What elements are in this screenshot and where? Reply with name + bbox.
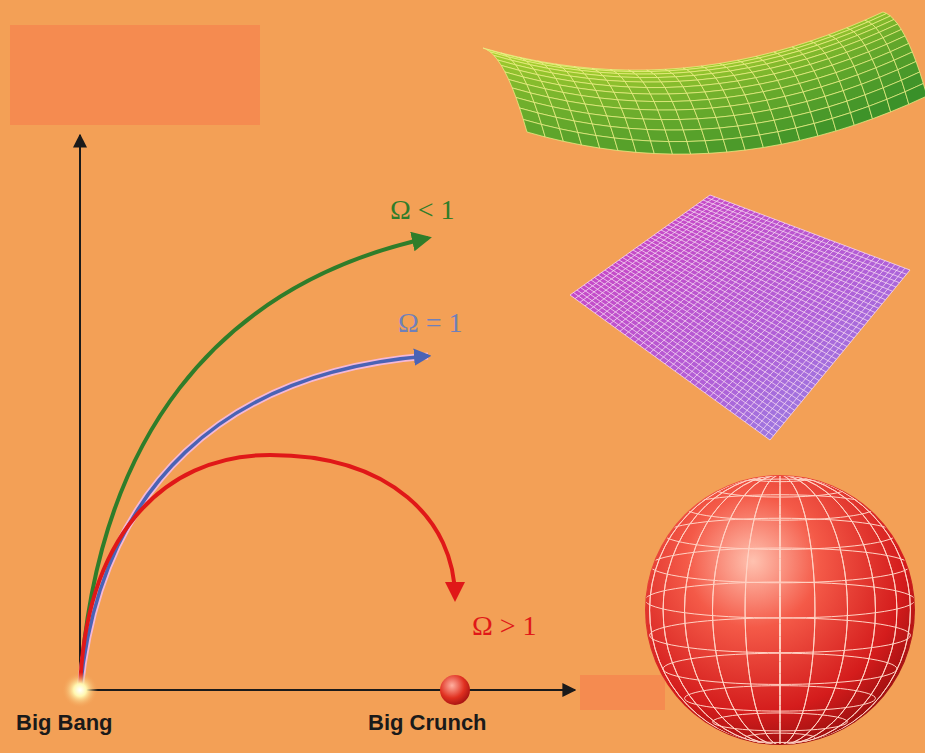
- sphere-parallel: [645, 582, 915, 618]
- sphere-meridian: [713, 475, 848, 745]
- sphere-parallel: [663, 518, 897, 549]
- blank-panel: [580, 675, 665, 710]
- sphere-parallel: [745, 472, 815, 481]
- sphere-parallel: [663, 653, 897, 684]
- sphere-meridian: [713, 475, 848, 745]
- saddle-surface: [483, 12, 925, 154]
- flat-grid-line: [707, 198, 907, 275]
- vertical-axis: [79, 135, 81, 690]
- sphere-parallel: [685, 686, 876, 711]
- closed-sphere: [645, 472, 915, 745]
- sphere-parallel: [650, 548, 911, 583]
- flat-grid-line: [765, 268, 905, 436]
- big-bang-glow: [62, 672, 98, 708]
- flat-grid-line: [693, 208, 893, 292]
- flat-grid-line: [770, 270, 910, 440]
- saddle-cell: [869, 99, 891, 118]
- saddle-cell: [814, 118, 836, 136]
- curve-label: Ω = 1: [398, 307, 463, 339]
- flat-grid-line: [710, 195, 910, 270]
- curve-label: Ω < 1: [390, 194, 455, 226]
- flat-surface: [570, 195, 910, 440]
- flat-grid-line: [745, 261, 885, 422]
- sphere-meridian: [745, 475, 815, 745]
- flat-grid-line: [696, 205, 896, 287]
- saddle-cell: [832, 113, 854, 131]
- saddle-cell: [905, 84, 925, 105]
- sphere-meridian: [645, 475, 915, 745]
- flat-plane: [570, 195, 910, 440]
- sphere-meridian: [685, 475, 876, 745]
- closed-curve: [80, 455, 455, 690]
- flat-grid-line: [703, 200, 903, 279]
- curve-label: Ω > 1: [472, 610, 537, 642]
- blank-panel: [10, 25, 260, 125]
- axis-label: Big Crunch: [368, 710, 487, 735]
- sphere-parallel: [713, 713, 848, 731]
- sphere-grid: [645, 472, 915, 745]
- sphere-parallel: [650, 618, 911, 653]
- sphere-meridian: [685, 475, 876, 745]
- sphere-meridian: [650, 475, 911, 745]
- flat-grid-line: [740, 259, 880, 419]
- saddle-cell: [851, 106, 873, 125]
- sphere-meridian: [780, 475, 781, 745]
- horizontal-axis: [80, 689, 575, 691]
- sphere-parallel: [745, 733, 815, 742]
- sphere-body: [645, 475, 915, 745]
- sphere-meridian: [663, 475, 897, 745]
- axis-label: Big Bang: [16, 710, 113, 735]
- sphere-meridian: [663, 475, 897, 745]
- sphere-meridian: [650, 475, 911, 745]
- sphere-parallel: [685, 495, 876, 520]
- flat-grid-line: [700, 203, 900, 283]
- big-crunch-ball: [440, 675, 470, 705]
- flat-grid-line: [750, 263, 890, 426]
- sphere-meridian: [745, 475, 815, 745]
- flat-grid-line: [755, 264, 895, 429]
- flat-grid-line: [760, 266, 900, 433]
- saddle-cell: [887, 92, 909, 112]
- open-curve: [80, 238, 428, 690]
